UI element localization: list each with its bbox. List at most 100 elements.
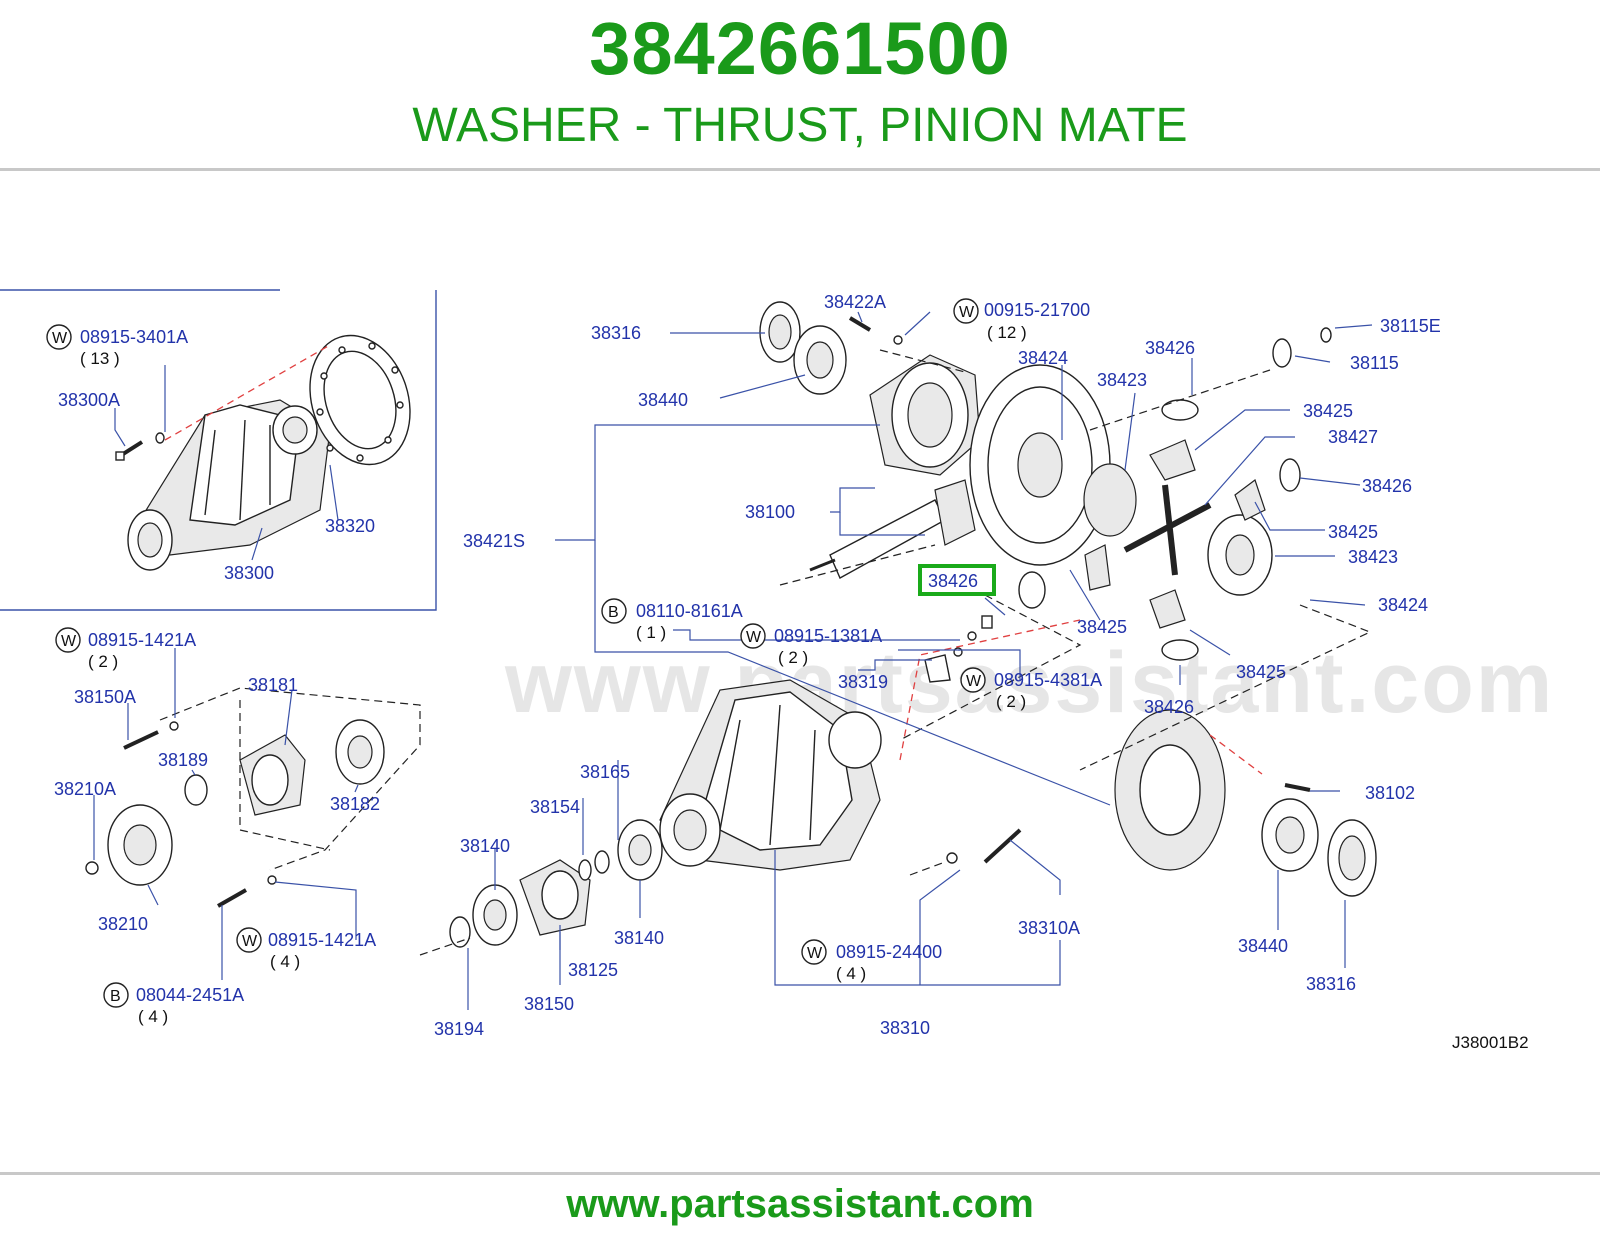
svg-text:W: W [242, 933, 258, 950]
label-38310A: 38310A [1018, 918, 1080, 938]
guide-dash-i [909, 861, 946, 876]
side-gear-drawing [1083, 463, 1273, 596]
bearing-retainer-38181-drawing [217, 719, 385, 908]
mark-b: B [601, 598, 627, 624]
label-38425-b: 38425 [1328, 522, 1378, 542]
highlight-box [918, 564, 996, 596]
svg-text:W: W [52, 330, 68, 347]
header-divider [0, 168, 1600, 171]
svg-text:W: W [966, 673, 982, 690]
qty-2a: ( 2 ) [778, 648, 808, 667]
gasket-38320-drawing [309, 334, 411, 466]
label-38100: 38100 [745, 502, 795, 522]
qty-4a: ( 4 ) [270, 952, 300, 971]
svg-text:B: B [110, 988, 121, 1005]
qty-12: ( 12 ) [987, 323, 1027, 342]
label-38440-bottom: 38440 [1238, 936, 1288, 956]
guide-dash-c [1089, 369, 1271, 431]
svg-text:W: W [746, 629, 762, 646]
red-guide-b [1209, 734, 1263, 775]
label-38424-top: 38424 [1018, 348, 1068, 368]
mark-w: W [740, 623, 766, 649]
inset-frame [0, 290, 437, 611]
page-header: 3842661500 WASHER - THRUST, PINION MATE [0, 0, 1600, 170]
label-38300A: 38300A [58, 390, 120, 410]
qty-2c: ( 2 ) [88, 652, 118, 671]
label-38140-b: 38140 [614, 928, 664, 948]
label-38423-b: 38423 [1348, 547, 1398, 567]
label-38181: 38181 [248, 675, 298, 695]
guide-dash-b [899, 594, 1082, 741]
label-38182: 38182 [330, 794, 380, 814]
red-guide-a [899, 619, 1081, 761]
watermark-text: www.partsassistant.com [504, 635, 1554, 731]
mark-w: W [46, 324, 72, 350]
label-08915-1421A-a: 08915-1421A [88, 630, 196, 650]
label-38320: 38320 [325, 516, 375, 536]
qty-13: ( 13 ) [80, 349, 120, 368]
label-38150: 38150 [524, 994, 574, 1014]
pinion-mate-drawing [1084, 439, 1266, 629]
label-08915-24400: 08915-24400 [836, 942, 942, 962]
mark-w: W [960, 667, 986, 693]
bolt-38310-drawing [946, 828, 1022, 864]
label-38422A: 38422A [824, 292, 886, 312]
svg-text:W: W [61, 633, 77, 650]
label-08915-3401A: 08915-3401A [80, 327, 188, 347]
label-38319: 38319 [838, 672, 888, 692]
bearing-top-drawing [759, 301, 903, 395]
footer-url[interactable]: www.partsassistant.com [566, 1182, 1034, 1226]
svg-text:W: W [807, 945, 823, 962]
label-08915-1381A: 08915-1381A [774, 626, 882, 646]
mark-w: W [236, 927, 262, 953]
label-38440-top: 38440 [638, 390, 688, 410]
label-38310: 38310 [880, 1018, 930, 1038]
mark-w: W [55, 627, 81, 653]
label-38189: 38189 [158, 750, 208, 770]
label-08915-1421A-b: 08915-1421A [268, 930, 376, 950]
part-number: 3842661500 [589, 7, 1011, 90]
guide-dash-g [239, 700, 331, 851]
label-00915-21700: 00915-21700 [984, 300, 1090, 320]
bolt-38300A-drawing [115, 432, 165, 461]
inset-red-guide [164, 344, 331, 441]
highlighted-part-label[interactable]: 38426 [928, 571, 978, 591]
circle-marks: W W W W W W W B B [46, 298, 986, 1008]
ring-gear-drawing [969, 364, 1111, 566]
label-38426-b: 38426 [1362, 476, 1412, 496]
guide-dash-d [1079, 604, 1372, 771]
label-08915-4381A: 08915-4381A [994, 670, 1102, 690]
label-08110-8161A: 08110-8161A [636, 601, 743, 621]
qty-4c: ( 4 ) [836, 964, 866, 983]
label-38426-top: 38426 [1145, 338, 1195, 358]
label-38421S: 38421S [463, 531, 525, 551]
label-38427: 38427 [1328, 427, 1378, 447]
bearing-right-top-drawing [1272, 327, 1332, 368]
guide-dash-a [779, 544, 936, 586]
case-half-drawing [869, 354, 981, 476]
label-38154: 38154 [530, 797, 580, 817]
rear-cover-drawing [449, 819, 663, 948]
leader-lines [93, 311, 1373, 1010]
diagram-reference: J38001B2 [1452, 1033, 1529, 1052]
qty-2b: ( 2 ) [996, 692, 1026, 711]
flange-38210-drawing [85, 721, 208, 886]
label-38102: 38102 [1365, 783, 1415, 803]
label-38140-a: 38140 [460, 836, 510, 856]
label-38165: 38165 [580, 762, 630, 782]
label-38426-bottom: 38426 [1144, 697, 1194, 717]
label-38115: 38115 [1350, 353, 1399, 373]
label-38300: 38300 [224, 563, 274, 583]
mark-w: W [953, 298, 979, 324]
label-38316-bottom: 38316 [1306, 974, 1356, 994]
case-right-drawing [1114, 709, 1377, 897]
label-38425-a: 38425 [1303, 401, 1353, 421]
label-38423-top: 38423 [1097, 370, 1147, 390]
qty-4b: ( 4 ) [138, 1007, 168, 1026]
label-38210A: 38210A [54, 779, 116, 799]
cross-shaft-38427-drawing [1123, 484, 1212, 576]
guide-dash-e [879, 349, 966, 373]
label-08044-2451A: 08044-2451A [136, 985, 244, 1005]
label-38115E: 38115E [1380, 316, 1441, 336]
